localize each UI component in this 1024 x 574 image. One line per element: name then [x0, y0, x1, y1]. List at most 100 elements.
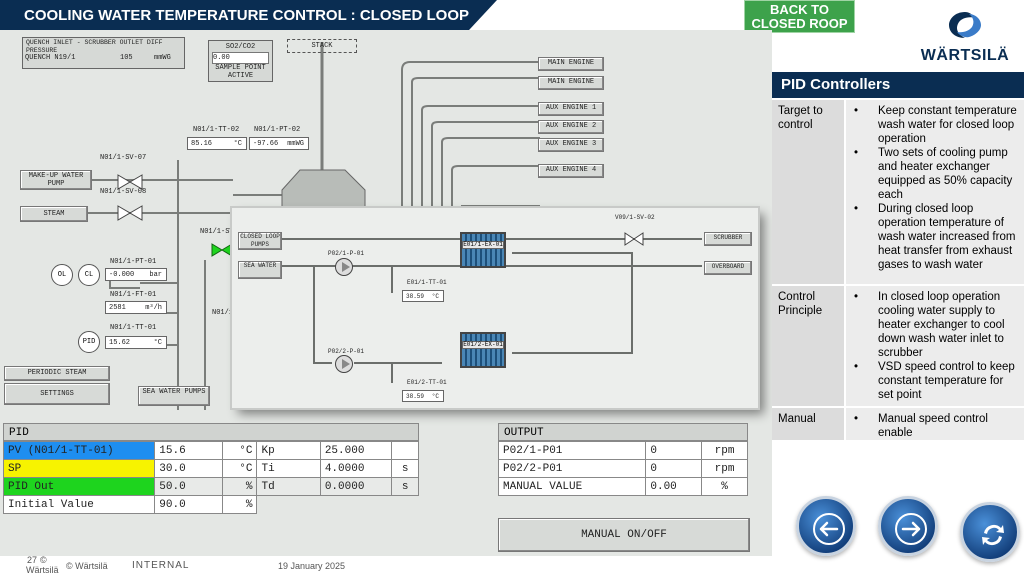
output-panel-title: OUTPUT [498, 423, 748, 441]
ft01-readout: 2581 m³/h [105, 301, 167, 314]
aux-engine-4-button[interactable]: AUX ENGINE 4 [538, 164, 604, 178]
closed-loop-pumps-button[interactable]: CLOSED LOOP PUMPS [238, 232, 282, 250]
sv07-tag: N01/1-SV-07 [100, 154, 147, 162]
tt1-readout: 38.59 °C [402, 290, 444, 302]
pump-1-icon[interactable] [335, 258, 353, 276]
kp-unit-empty [391, 441, 419, 460]
ti-unit: s [391, 459, 419, 478]
output-p2-value: 0 [645, 459, 703, 478]
sp-value[interactable]: 30.0 [154, 459, 223, 478]
aux-engine-2-button[interactable]: AUX ENGINE 2 [538, 120, 604, 134]
main-engine-1-button[interactable]: MAIN ENGINE [538, 57, 604, 71]
ft01-tag: N01/1-FT-01 [110, 291, 157, 299]
sea-water-pumps-button[interactable]: SEA WATER PUMPS [138, 386, 210, 406]
sample-point-status: SAMPLE POINT ACTIVE [215, 64, 266, 80]
initial-value[interactable]: 90.0 [154, 495, 223, 514]
quench-readout: QUENCH N19/1 105 mmWG [22, 52, 185, 64]
next-button[interactable] [878, 496, 938, 556]
info-row-value: In closed loop operation cooling water s… [846, 286, 1024, 406]
aux-engine-1-button[interactable]: AUX ENGINE 1 [538, 102, 604, 116]
pump-2-icon[interactable] [335, 355, 353, 373]
previous-button[interactable] [796, 496, 856, 556]
pid-out-value: 50.0 [154, 477, 223, 496]
pt02-readout: -97.66 mmWG [249, 137, 309, 150]
settings-button[interactable]: SETTINGS [4, 383, 110, 405]
refresh-button[interactable] [960, 502, 1020, 562]
output-p1-unit: rpm [701, 441, 748, 460]
so2-value: 0.00 [212, 52, 269, 64]
quench-tag: QUENCH N19/1 [25, 54, 76, 62]
output-p2-unit: rpm [701, 459, 748, 478]
ti-value[interactable]: 4.0000 [319, 459, 393, 478]
sea-water-pumps-label: SEA WATER PUMPS [142, 388, 206, 396]
tt02-tag: N01/1-TT-02 [193, 126, 240, 134]
steam-button[interactable]: STEAM [20, 206, 88, 222]
pid-table: PV (N01/1-TT-01) 15.6 °C Kp 25.000 SP 30… [2, 441, 419, 514]
output-p1-label: P02/1-P01 [497, 441, 647, 460]
page-number: 27 [27, 555, 38, 565]
sp-label: SP [2, 459, 156, 478]
td-label: Td [256, 477, 321, 496]
info-bullet: In closed loop operation cooling water s… [852, 290, 1018, 360]
main-engine-2-button[interactable]: MAIN ENGINE [538, 76, 604, 90]
tt01-readout: 15.62 °C [105, 336, 167, 349]
tt01-unit: °C [153, 339, 162, 347]
pid-out-unit: % [221, 477, 258, 496]
refresh-icon [982, 524, 1004, 546]
pv-unit: °C [221, 441, 258, 460]
quench-unit: mmWG [154, 54, 171, 62]
pv-label: PV (N01/1-TT-01) [2, 441, 156, 460]
sv08-tag: N01/1-SV-08 [100, 188, 147, 196]
tt02-readout: 85.16 °C [187, 137, 247, 150]
n01-tag: N01/1 [212, 309, 234, 317]
sea-water-label: SEA WATER [243, 262, 277, 269]
makeup-pump-label: MAKE-UP WATER PUMP [28, 172, 84, 188]
aux-engine-3-button[interactable]: AUX ENGINE 3 [538, 138, 604, 152]
page-title: COOLING WATER TEMPERATURE CONTROL : CLOS… [0, 0, 497, 32]
ol-button[interactable]: OL [51, 264, 73, 286]
scrubber-button[interactable]: SCRUBBER [704, 232, 752, 246]
heat-exchanger-1-label: E01/1-EX-01 [462, 241, 504, 249]
kp-label: Kp [256, 441, 321, 460]
overboard-button[interactable]: OVERBOARD [704, 261, 752, 275]
closed-loop-pumps-label: CLOSED LOOP PUMPS [240, 233, 280, 248]
footer-copyright: © Wärtsilä [66, 561, 108, 571]
tt02-value: 85.16 [191, 140, 213, 148]
manual-value[interactable]: 0.00 [645, 477, 703, 496]
pid-out-label: PID Out [2, 477, 156, 496]
manual-value-unit: % [701, 477, 748, 496]
kp-value[interactable]: 25.000 [319, 441, 393, 460]
manual-on-off-button[interactable]: MANUAL ON/OFF [498, 518, 750, 552]
pt01-unit: bar [149, 271, 162, 279]
output-p2-label: P02/2-P01 [497, 459, 647, 478]
periodic-steam-button[interactable]: PERIODIC STEAM [4, 366, 110, 381]
tt01-value: 15.62 [109, 339, 131, 347]
heat-exchanger-2-icon[interactable]: E01/2-EX-01 [460, 332, 506, 368]
pid-button[interactable]: PID [78, 331, 100, 353]
sv02-tag: V09/1-SV-02 [615, 214, 655, 221]
pt01-tag: N01/1-PT-01 [110, 258, 157, 266]
tt2-readout: 38.59 °C [402, 390, 444, 402]
td-unit: s [391, 477, 419, 496]
tt02-unit: °C [233, 140, 242, 148]
back-to-closed-loop-button[interactable]: BACK TO CLOSED ROOP [744, 0, 855, 33]
info-row-manual: Manual Manual speed control enable [772, 406, 1024, 440]
arrow-left-icon [813, 513, 845, 545]
sea-water-button[interactable]: SEA WATER [238, 261, 282, 279]
tt2-value: 38.59 [406, 393, 425, 400]
cl-button[interactable]: CL [78, 264, 100, 286]
heat-exchanger-1-icon[interactable]: E01/1-EX-01 [460, 232, 506, 268]
heat-exchanger-2-label: E01/2-EX-01 [462, 341, 504, 349]
info-row-principle: Control Principle In closed loop operati… [772, 284, 1024, 406]
cooling-loop-popup: CLOSED LOOP PUMPS SEA WATER P02/1-P-01 P… [232, 208, 758, 408]
wartsila-logo-icon [949, 12, 981, 38]
sp-unit: °C [221, 459, 258, 478]
manual-value-label: MANUAL VALUE [497, 477, 647, 496]
logo-text: WÄRTSILÄ [920, 47, 1010, 64]
pid-controllers-panel: PID Controllers Target to control Keep c… [772, 72, 1024, 442]
td-value[interactable]: 0.0000 [319, 477, 393, 496]
pump-2-tag: P02/2-P-01 [328, 348, 365, 355]
makeup-water-pump-button[interactable]: MAKE-UP WATER PUMP [20, 170, 92, 190]
info-row-key: Target to control [772, 100, 844, 284]
